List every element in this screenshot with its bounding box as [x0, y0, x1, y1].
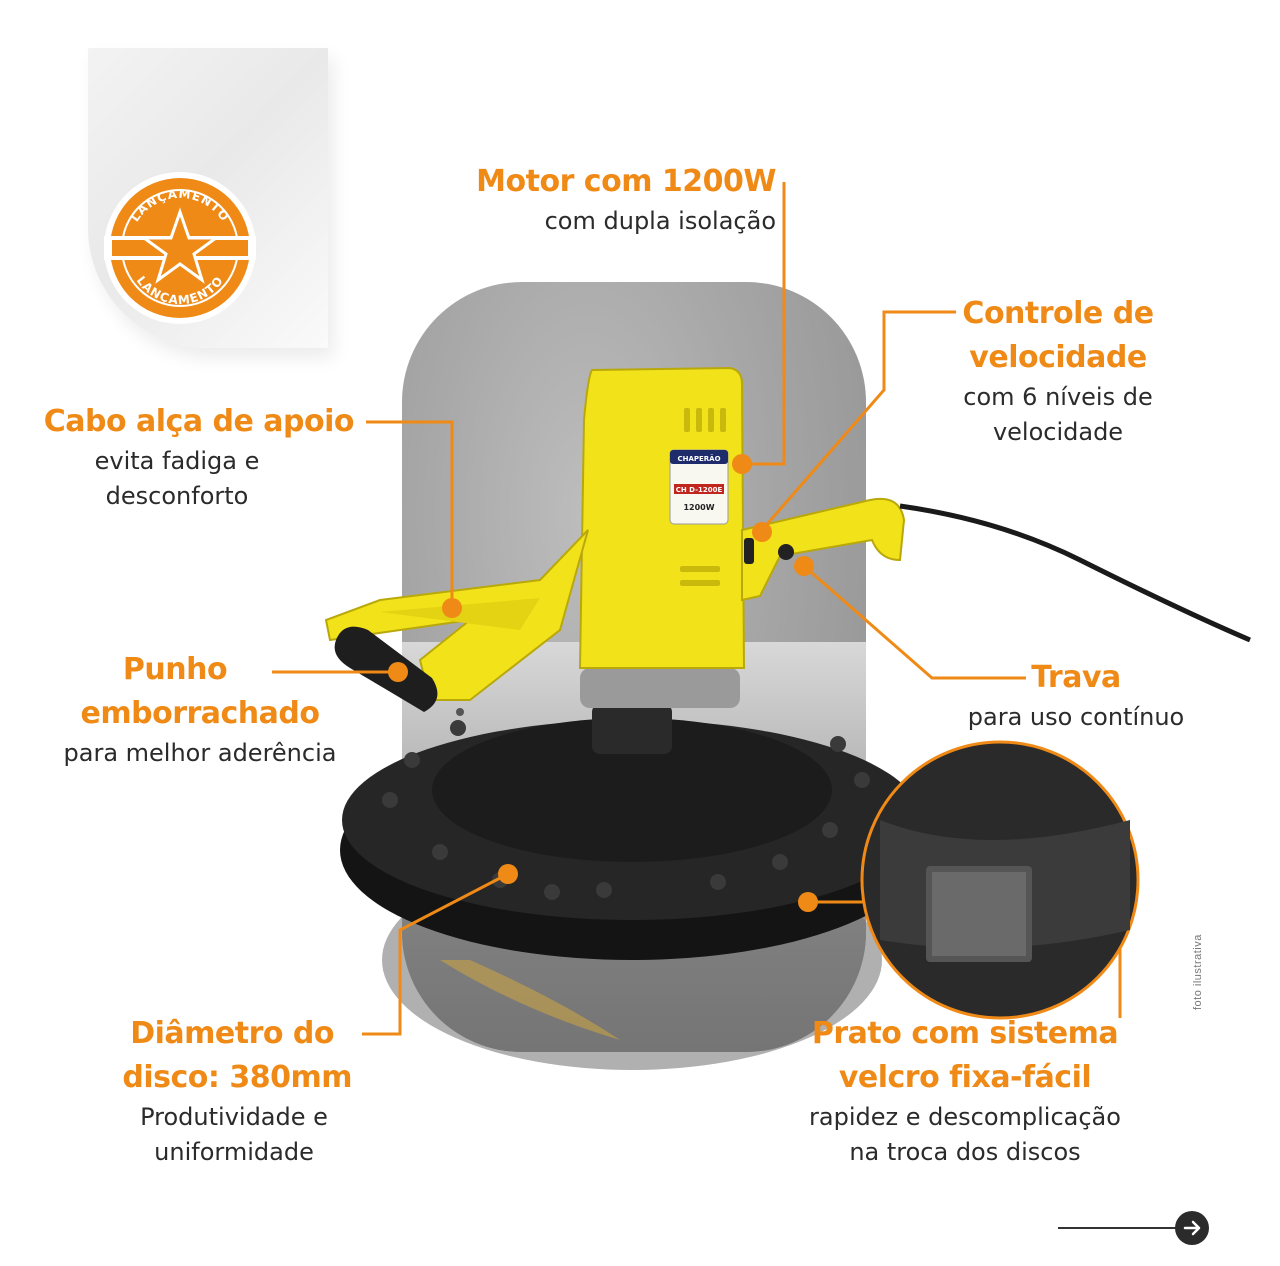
disc-sub-2: uniformidade: [154, 1138, 314, 1166]
callout-velcro-plate: Prato com sistema velcro fixa-fácil rapi…: [800, 1012, 1130, 1170]
plate-title-1: Prato com sistema: [811, 1016, 1119, 1051]
speed-title-2: velocidade: [969, 340, 1147, 375]
callout-support-handle: Cabo alça de apoio evita fadiga e descon…: [40, 400, 355, 514]
handle-sub-2: desconforto: [105, 482, 249, 510]
arrow-right-icon: [1175, 1211, 1209, 1245]
disc-title-2: disco: 380mm: [122, 1060, 352, 1095]
callout-speed-control: Controle de velocidade com 6 níveis de v…: [940, 292, 1176, 450]
motor-subtitle: com dupla isolação: [544, 207, 776, 235]
handle-title: Cabo alça de apoio: [43, 404, 355, 439]
plate-sub-2: na troca dos discos: [849, 1138, 1081, 1166]
illustrative-photo-note: foto ilustrativa: [1192, 934, 1204, 1010]
speed-sub-2: velocidade: [992, 418, 1124, 446]
lock-sub: para uso contínuo: [967, 703, 1185, 731]
product-model: CH D-1200E: [676, 486, 723, 494]
speed-sub-1: com 6 níveis de: [963, 383, 1153, 411]
lock-title: Trava: [1031, 660, 1121, 695]
disc-title-1: Diâmetro do: [130, 1016, 334, 1051]
next-slide-button[interactable]: [1056, 1208, 1212, 1248]
handle-sub-1: evita fadiga e: [94, 447, 260, 475]
grip-title-1: Punho: [122, 652, 228, 687]
callout-motor: Motor com 1200W com dupla isolação: [470, 160, 776, 239]
grip-sub: para melhor aderência: [63, 739, 337, 767]
star-icon: [139, 207, 221, 284]
launch-badge: LANÇAMENTO LANÇAMENTO: [104, 172, 256, 324]
product-brand: CHAPERÃO: [677, 454, 720, 463]
plate-title-2: velcro fixa-fácil: [838, 1060, 1092, 1095]
disc-sub-1: Produtividade e: [140, 1103, 328, 1131]
callout-lock: Trava para uso contínuo: [948, 656, 1204, 735]
speed-title-1: Controle de: [962, 296, 1154, 331]
motor-title: Motor com 1200W: [476, 164, 776, 199]
callout-disc-diameter: Diâmetro do disco: 380mm Produtividade e…: [96, 1012, 352, 1170]
product-power: 1200W: [683, 503, 714, 512]
callout-rubber-grip: Punho emborrachado para melhor aderência: [50, 648, 350, 771]
plate-sub-1: rapidez e descomplicação: [809, 1103, 1121, 1131]
grip-title-2: emborrachado: [80, 696, 321, 731]
